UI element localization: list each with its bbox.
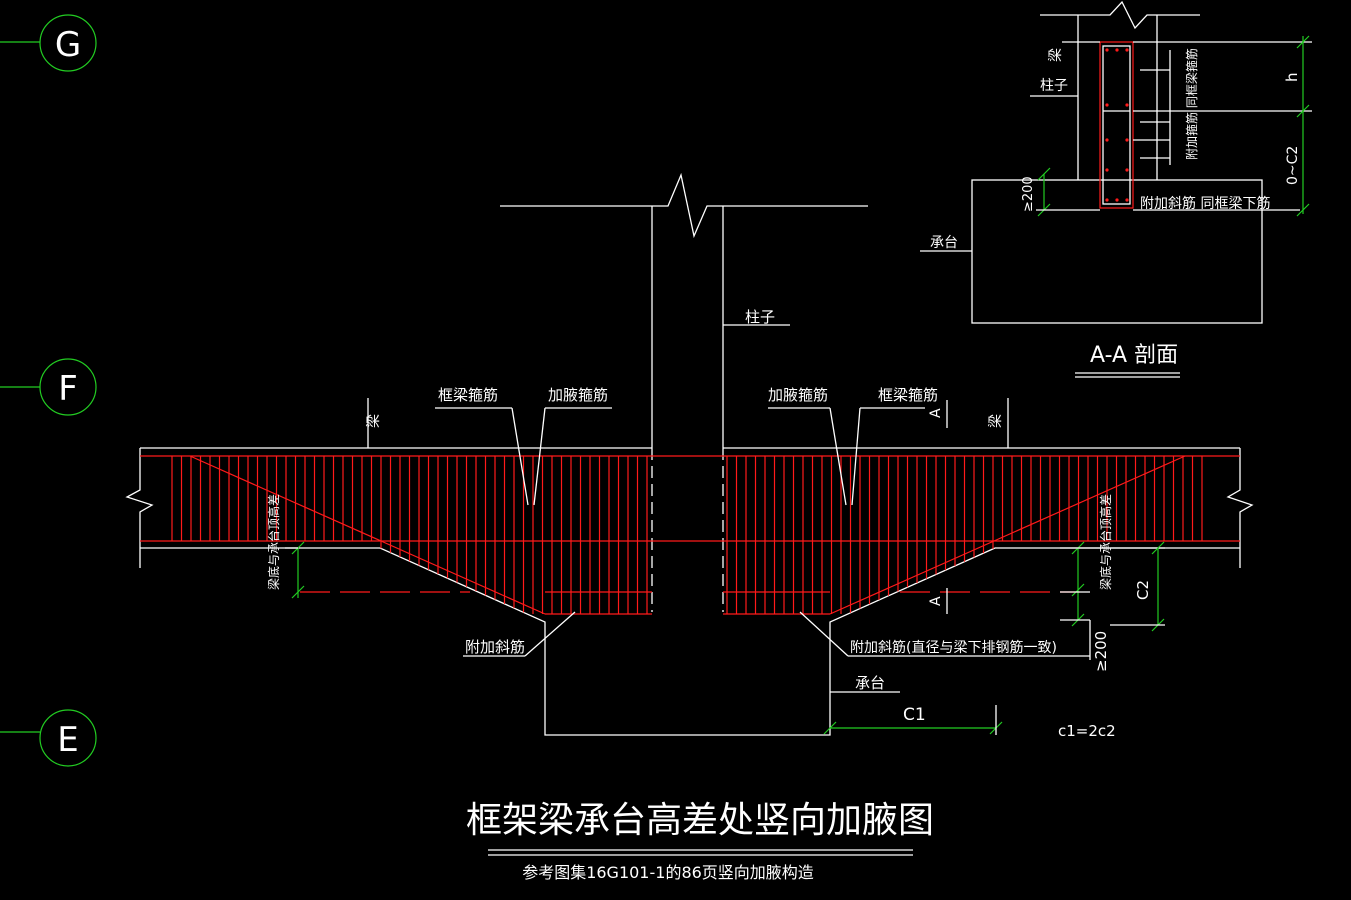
section-rebar-dot	[1125, 198, 1129, 202]
label-haunch-stirrup-right: 加腋箍筋	[768, 386, 828, 404]
label-sec-200: ≥200	[1021, 176, 1036, 212]
label-frame-stirrup-left: 框梁箍筋	[438, 386, 498, 404]
axis-bubble-f[interactable]: F	[0, 358, 97, 416]
section-rebar-dot	[1125, 103, 1129, 107]
label-sec-column: 柱子	[1040, 78, 1068, 94]
section-rebar-dot	[1105, 103, 1109, 107]
label-dim-200: ≥200	[1092, 631, 1110, 672]
label-sec-stirrup: 附加箍筋 同框梁箍筋	[1184, 48, 1199, 160]
drawing-title: 框架梁承台高差处竖向加腋图	[466, 800, 934, 841]
label-beam-bottom-right: 梁底与承台顶高差	[1098, 494, 1113, 590]
section-rebar-dot	[1115, 198, 1119, 202]
label-sec-cap: 承台	[930, 235, 958, 251]
label-cap-main: 承台	[855, 674, 885, 692]
drawing-subtitle: 参考图集16G101-1的86页竖向加腋构造	[522, 863, 814, 882]
label-sec-h: h	[1283, 72, 1301, 82]
axis-bubble-g[interactable]: G	[0, 14, 97, 72]
section-rebar-dot	[1125, 138, 1129, 142]
diag-bar-left-line	[189, 455, 546, 615]
rebar-group	[140, 455, 1240, 615]
section-rebar-dot	[1115, 48, 1119, 52]
label-relation: c1=2c2	[1058, 722, 1116, 740]
axis-label-g: G	[55, 25, 81, 65]
label-beam-right: 梁	[988, 414, 1004, 428]
axis-label-f: F	[58, 369, 78, 409]
label-sec-c2: 0~C2	[1285, 146, 1301, 185]
main-annotations: 柱子 梁 梁 框梁箍筋 加腋箍筋 加腋箍筋 框梁箍筋 A A 梁底与承台顶高差	[266, 308, 1165, 740]
label-beam-left: 梁	[366, 414, 382, 428]
section-mark-bottom: A	[928, 596, 944, 606]
label-sec-diag: 附加斜筋 同框梁下筋	[1140, 195, 1270, 212]
label-diag-bar-right: 附加斜筋(直径与梁下排钢筋一致)	[850, 639, 1057, 656]
label-dim-c2: C2	[1134, 580, 1152, 600]
label-sec-beam: 梁	[1048, 48, 1064, 62]
diag-bar-right-line	[829, 455, 1186, 615]
label-diag-bar-left: 附加斜筋	[465, 638, 525, 656]
label-dim-c1: C1	[903, 705, 926, 725]
section-mark-top: A	[928, 408, 944, 418]
section-title: A-A 剖面	[1090, 343, 1178, 368]
section-rebar-dot	[1105, 48, 1109, 52]
label-beam-bottom-left: 梁底与承台顶高差	[266, 494, 281, 590]
section-rebar-dot	[1105, 198, 1109, 202]
section-rebar-dot	[1125, 48, 1129, 52]
section-rebar-dot	[1105, 168, 1109, 172]
section-rebar-dot	[1125, 168, 1129, 172]
label-frame-stirrup-right: 框梁箍筋	[878, 386, 938, 404]
label-column-main: 柱子	[745, 308, 775, 326]
axis-bubble-e[interactable]: E	[0, 709, 97, 767]
label-haunch-stirrup-left: 加腋箍筋	[548, 386, 608, 404]
section-a-a: 梁 柱子 附加箍筋 同框梁箍筋 ≥200 附加斜筋 同框梁下筋 承台 h 0~C…	[920, 0, 1312, 378]
section-rebar-dot	[1105, 138, 1109, 142]
main-elevation	[125, 172, 1254, 736]
column-break-line	[500, 172, 868, 239]
axis-label-e: E	[57, 720, 78, 760]
